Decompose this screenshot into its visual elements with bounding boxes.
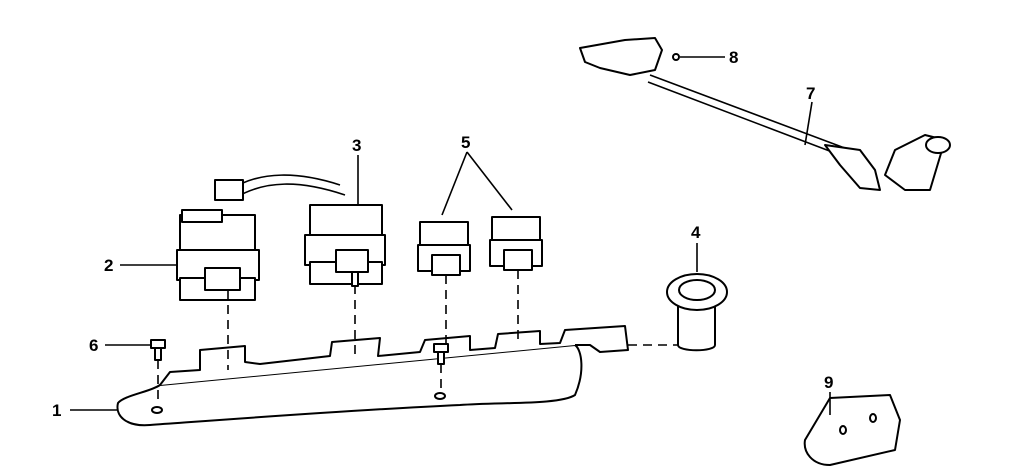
callout-7: 7 xyxy=(806,84,816,103)
relay-3 xyxy=(214,174,386,287)
sensor-7 xyxy=(579,37,951,191)
callout-4: 4 xyxy=(691,223,701,242)
callout-2: 2 xyxy=(104,256,114,275)
cover-9 xyxy=(803,394,901,466)
callout-6: 6 xyxy=(89,336,99,355)
relay-5b xyxy=(489,216,543,271)
callout-5: 5 xyxy=(461,133,471,152)
leader-lines xyxy=(70,56,831,415)
screw-8 xyxy=(672,53,680,61)
callout-3: 3 xyxy=(352,136,362,155)
mounting-bracket xyxy=(116,325,629,427)
relay-2 xyxy=(176,209,260,301)
callout-1: 1 xyxy=(52,401,62,420)
callout-9: 9 xyxy=(824,373,834,392)
callout-8: 8 xyxy=(729,48,739,67)
relay-5a xyxy=(417,221,471,276)
grommet-4 xyxy=(666,273,728,352)
